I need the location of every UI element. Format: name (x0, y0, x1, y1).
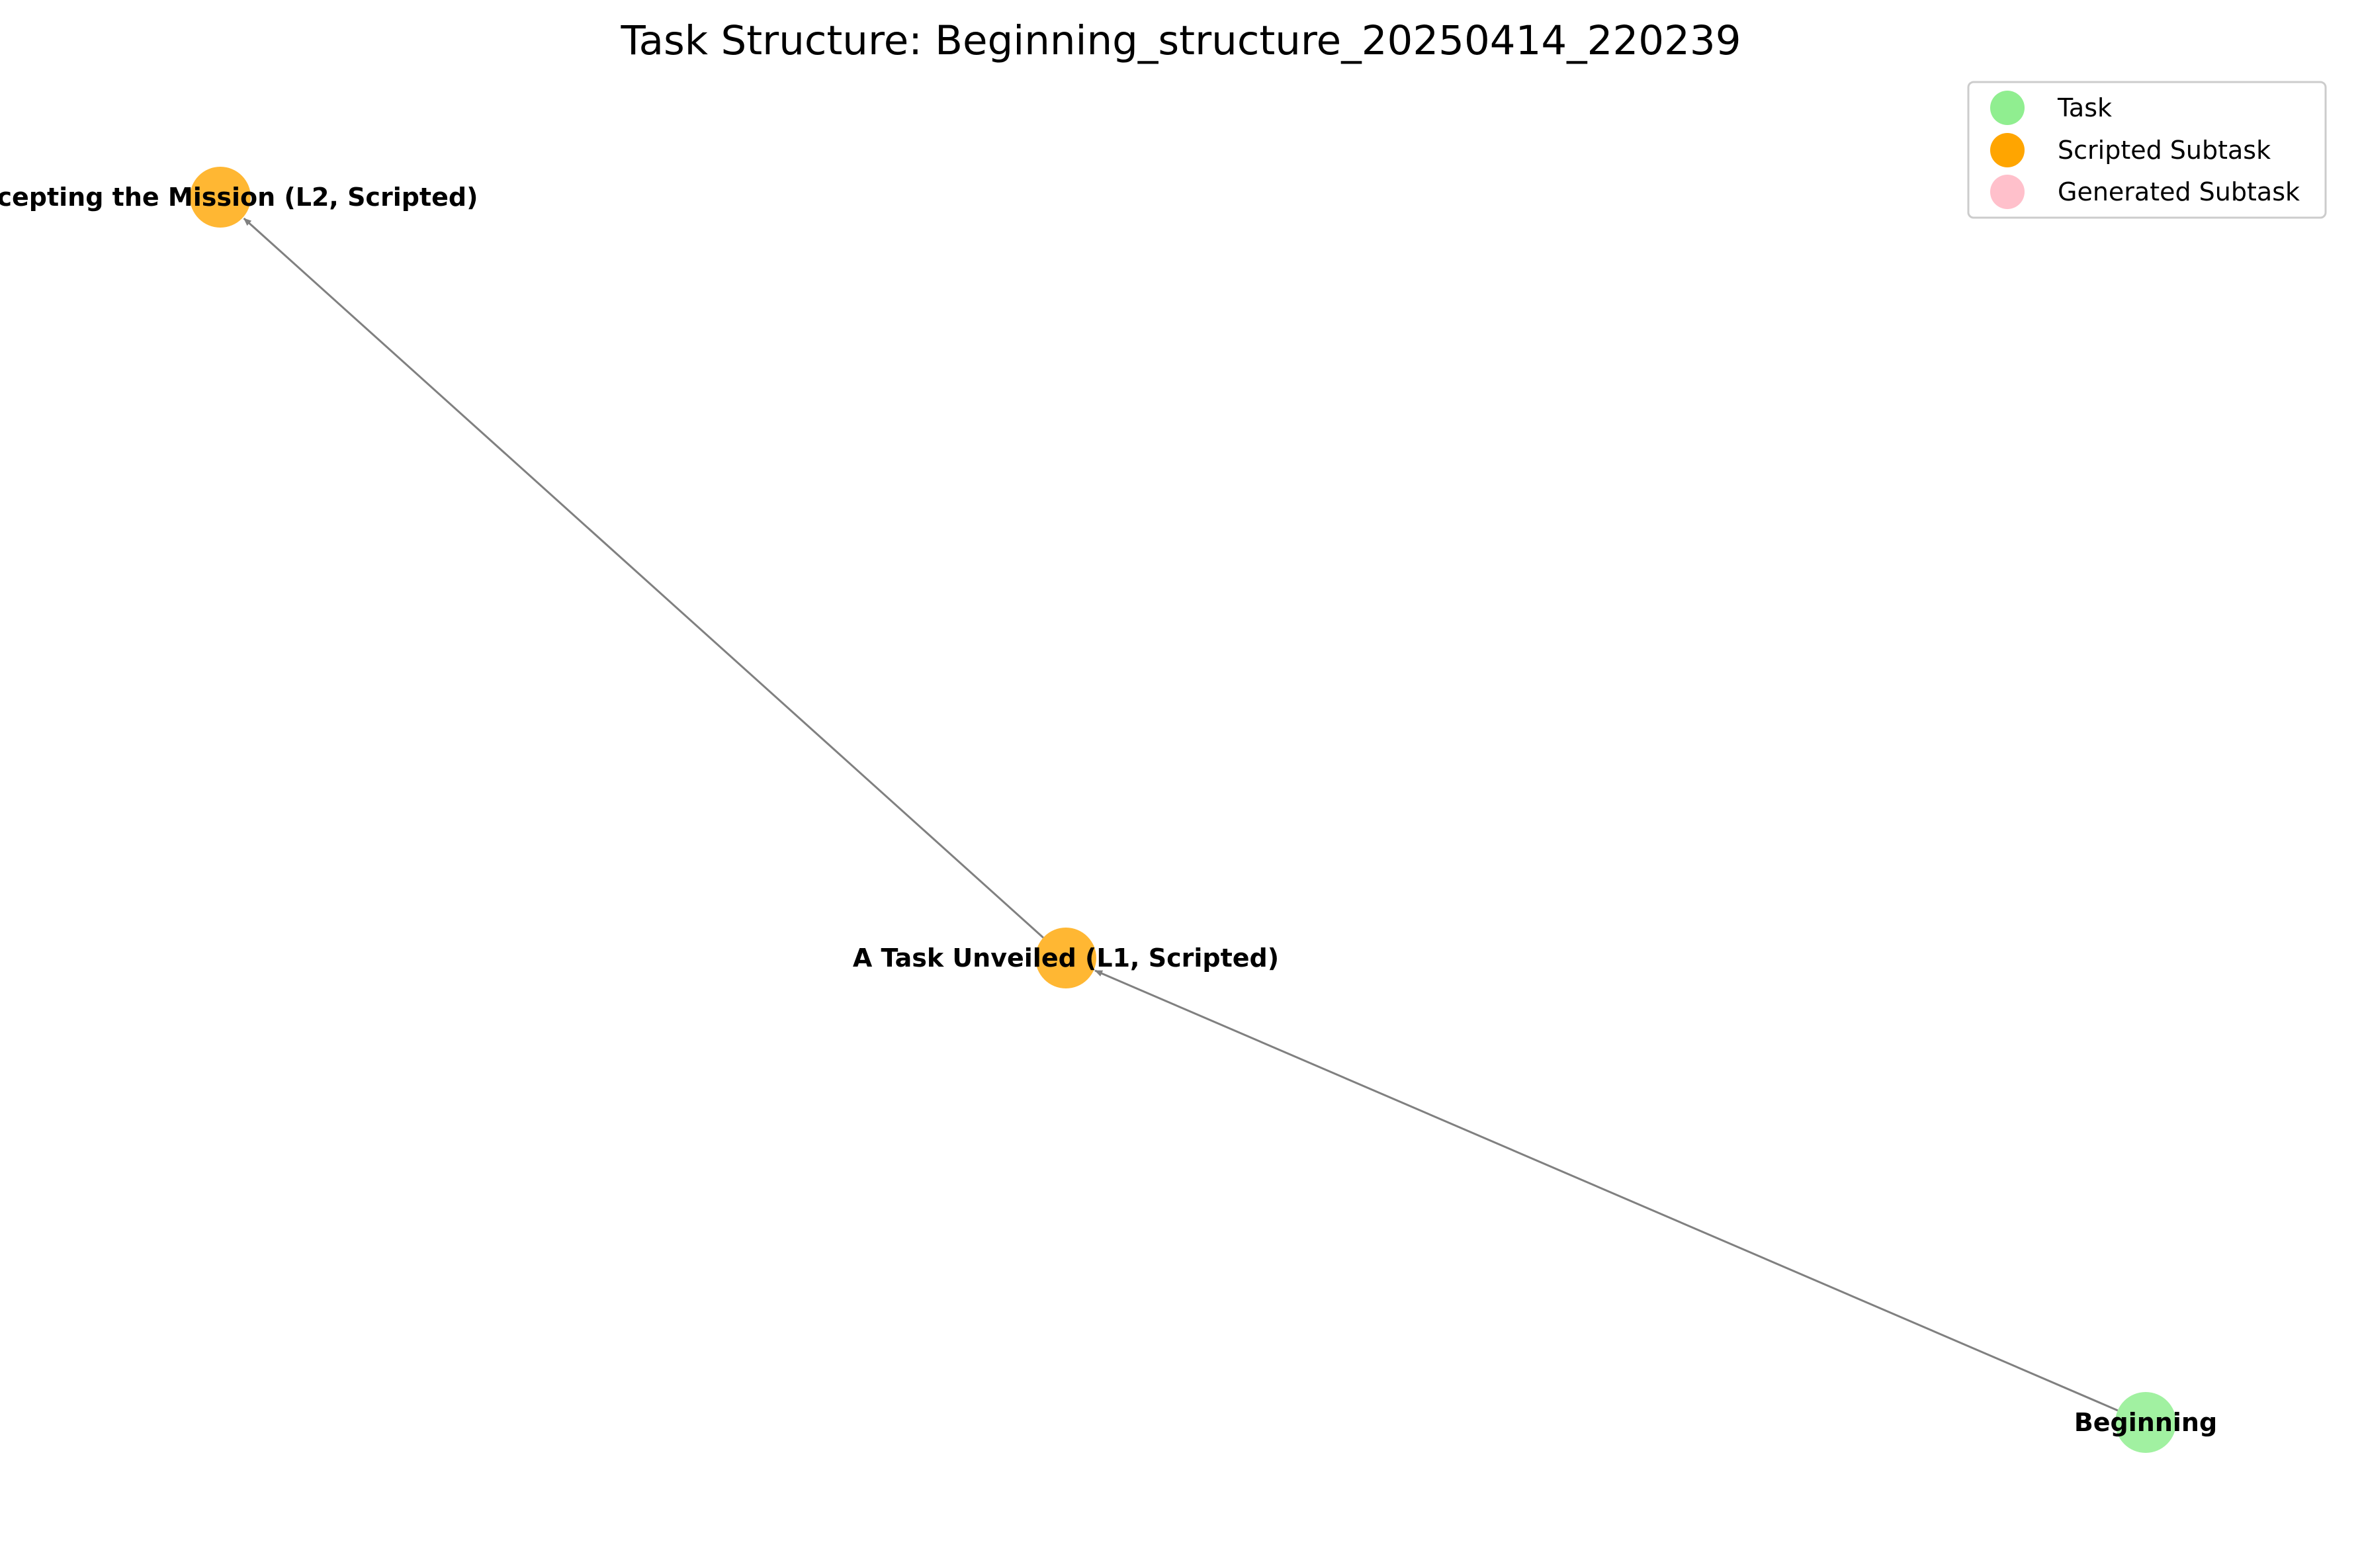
legend-item-generated-subtask: Generated Subtask (1990, 175, 2300, 209)
legend-scripted-marker (1990, 133, 2025, 167)
legend-box (1967, 81, 2327, 219)
node-label-n2: Accepting the Mission (L2, Scripted) (0, 183, 478, 212)
legend-task-marker (1990, 91, 2025, 125)
nodes-layer (190, 167, 2176, 1453)
labels-layer: Beginning A Task Unveiled (L1, Scripted) A… (0, 183, 2217, 1437)
node-label-n1: A Task Unveiled (L1, Scripted) (853, 943, 1279, 973)
node-n0 (2115, 1392, 2176, 1453)
edge-n0-n1 (1094, 969, 2119, 1412)
legend-generated-marker (1990, 175, 2025, 209)
diagram-title: Task Structure: Beginning_structure_2025… (620, 17, 1741, 64)
legend-scripted-label: Scripted Subtask (2058, 136, 2271, 165)
legend-item-scripted-subtask: Scripted Subtask (1990, 133, 2271, 167)
legend-item-task: Task (1990, 91, 2112, 125)
legend-generated-label: Generated Subtask (2058, 177, 2300, 206)
edges-layer (243, 217, 2119, 1412)
legend-task-label: Task (2057, 93, 2112, 122)
node-label-n0: Beginning (2074, 1408, 2217, 1437)
node-n2 (190, 167, 251, 228)
legend: Task Scripted Subtask Generated Subtask (1967, 81, 2327, 219)
node-n1 (1035, 928, 1096, 988)
edge-n1-n2 (243, 217, 1044, 939)
